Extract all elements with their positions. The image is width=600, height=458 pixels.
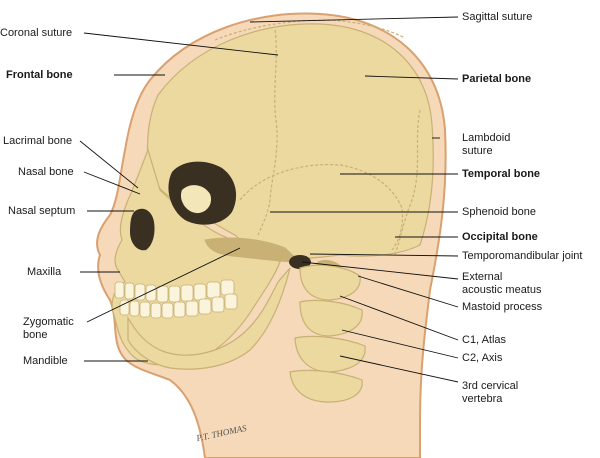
label-frontal-bone: Frontal bone (6, 69, 73, 81)
label-maxilla: Maxilla (27, 266, 62, 278)
label-zygomatic-bone: Zygomatic bone (23, 316, 74, 341)
label-sagittal-suture: Sagittal suture (462, 11, 533, 23)
label-sphenoid-bone: Sphenoid bone (462, 206, 537, 218)
label-occipital-bone: Occipital bone (462, 231, 538, 243)
upper-teeth (114, 279, 235, 303)
label-external-acoustic-meatus: External acoustic meatus (462, 271, 542, 296)
label-third-cervical-vertebra: 3rd cervical vertebra (462, 380, 519, 405)
label-lacrimal-bone: Lacrimal bone (3, 135, 73, 147)
label-c2-axis: C2, Axis (462, 352, 503, 364)
label-temporomandibular-joint: Temporomandibular joint (462, 250, 583, 262)
label-lambdoid-suture: Lambdoid suture (462, 132, 511, 157)
leader-lines (79, 16, 459, 383)
mandible-bone (127, 267, 291, 370)
coronal-suture-line (257, 29, 278, 236)
label-parietal-bone: Parietal bone (462, 73, 532, 85)
label-mandible: Mandible (23, 355, 68, 367)
ear-canal (289, 255, 311, 269)
squamosal-suture-line (239, 163, 404, 251)
lambdoid-suture-line (394, 109, 421, 256)
label-c1-atlas: C1, Atlas (462, 334, 507, 346)
label-temporal-bone: Temporal bone (462, 168, 541, 180)
label-mastoid-process: Mastoid process (462, 301, 543, 313)
label-coronal-suture: Coronal suture (0, 27, 73, 39)
lower-teeth (119, 293, 238, 319)
label-nasal-bone: Nasal bone (18, 166, 74, 178)
orbit-inner (180, 185, 212, 214)
label-nasal-septum: Nasal septum (8, 205, 76, 217)
zygomatic-arch (204, 237, 302, 263)
nasal-cavity (130, 208, 155, 251)
cervical-spine (289, 264, 366, 403)
